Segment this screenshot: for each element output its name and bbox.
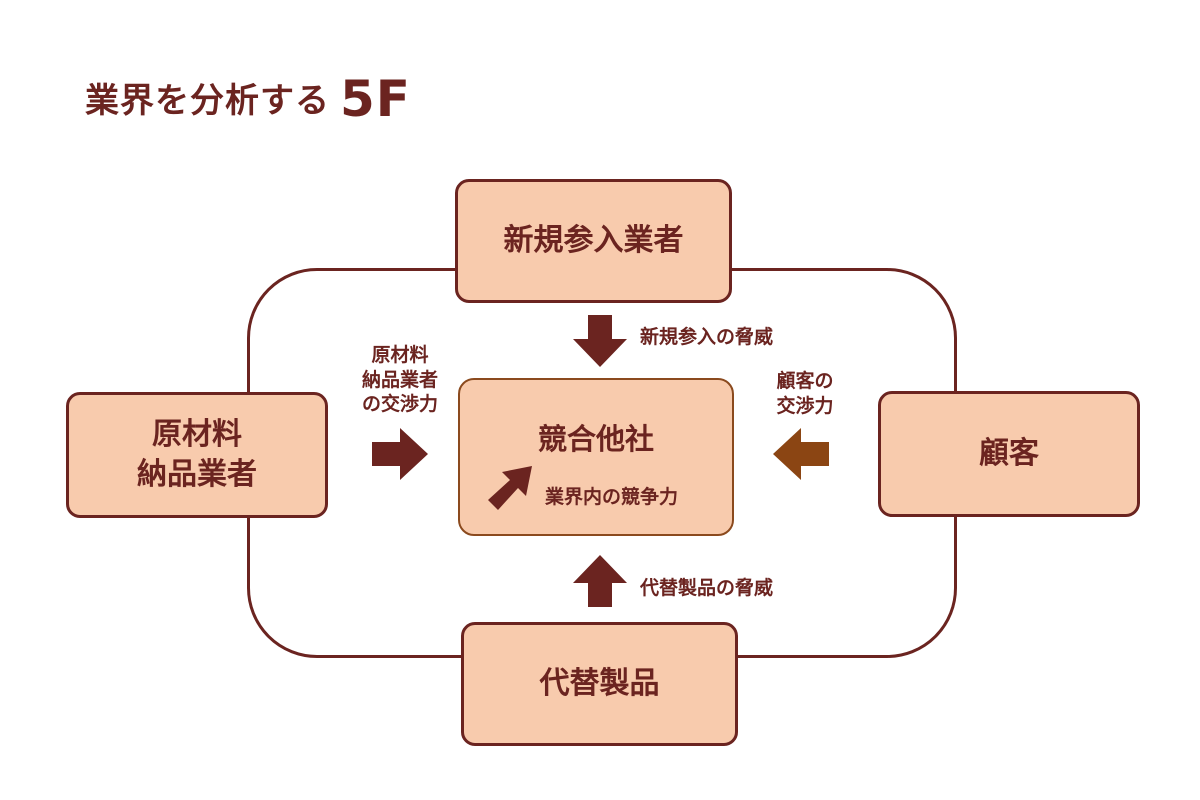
- right-arrow-icon: [372, 428, 428, 480]
- new-entrants-threat-label: 新規参入の脅威: [640, 326, 774, 348]
- customers-box: 顧客: [878, 391, 1140, 517]
- competitors-box: 競合他社 業界内の競争力: [458, 378, 734, 536]
- suppliers-box: 原材料 納品業者: [66, 392, 328, 518]
- competitors-title: 競合他社: [537, 422, 654, 456]
- buyer-power-label: 顧客の 交渉力: [760, 369, 850, 418]
- buyer-power-line2: 交渉力: [776, 394, 834, 417]
- supplier-power-line2: 納品業者: [361, 368, 438, 391]
- industry-rivalry-label: 業界内の競争力: [545, 486, 679, 508]
- new-entrants-label: 新規参入業者: [503, 222, 684, 258]
- customers-label: 顧客: [979, 435, 1039, 471]
- substitutes-threat-label: 代替製品の脅威: [640, 577, 774, 599]
- substitutes-box: 代替製品: [461, 622, 738, 746]
- up-arrow-icon: [573, 555, 627, 607]
- supplier-power-label: 原材料 納品業者 の交渉力: [345, 343, 455, 417]
- left-arrow-icon: [773, 428, 829, 480]
- title-main: 業界を分析する: [85, 81, 330, 121]
- buyer-power-line1: 顧客の: [776, 370, 834, 392]
- diagonal-up-right-arrow-icon: [488, 466, 532, 510]
- new-entrants-box: 新規参入業者: [455, 179, 732, 303]
- down-arrow-icon: [573, 315, 627, 367]
- suppliers-label-line2: 納品業者: [137, 457, 257, 492]
- substitutes-label: 代替製品: [539, 665, 660, 701]
- supplier-power-line3: の交渉力: [361, 393, 438, 416]
- title-5f: 5F: [340, 70, 411, 128]
- supplier-power-line1: 原材料: [371, 344, 429, 366]
- suppliers-label-line1: 原材料: [152, 416, 242, 452]
